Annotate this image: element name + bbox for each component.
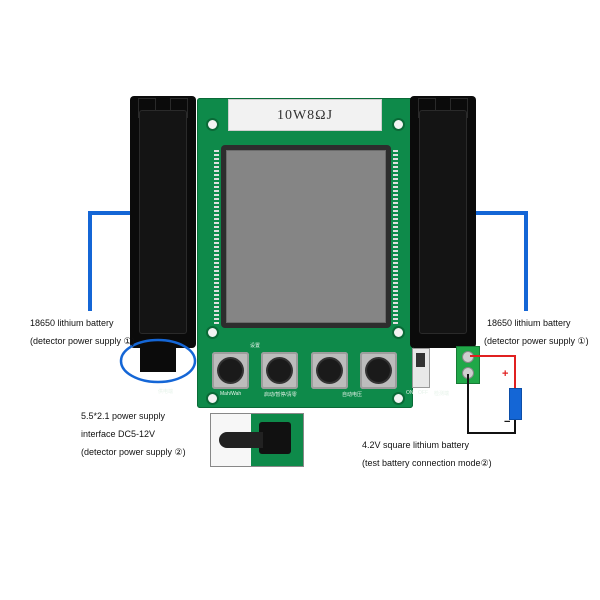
silk-btn2: 启动/暂停/清零 [264,392,297,398]
dc-jack-highlight [119,338,197,384]
load-resistor: 10W8ΩJ [228,99,382,131]
silk-btn3: 自动电压 [342,392,363,398]
mount-hole [206,118,219,131]
left-battery-label-1: 18650 lithium battery [30,318,114,328]
power-supply-label-1: 5.5*2.1 power supply [81,411,166,421]
dc-jack-inset [210,413,304,467]
black-wire-h [467,432,516,434]
power-switch[interactable] [412,348,430,388]
plus-sign: + [502,368,509,380]
terminal-screw-positive [462,351,474,363]
holder-cavity [139,110,187,334]
test-battery-label-1: 4.2V square lithium battery [362,440,470,450]
power-supply-label-2: interface DC5-12V [81,429,156,439]
inset-plug [219,432,263,448]
mount-hole [392,118,405,131]
lcd-pins-left [214,150,219,326]
start-pause-clear-button[interactable] [261,352,298,389]
lcd-screen [221,145,391,328]
button-cap [367,359,390,382]
mount-hole [392,326,405,339]
left-battery-holder [130,96,196,348]
right-battery-label-1: 18650 lithium battery [487,318,571,328]
silk-power: 供电端 [158,389,174,395]
silk-switch-on: ON [406,390,414,396]
switch-knob [416,353,425,367]
settings-button[interactable] [360,352,397,389]
button-cap [318,359,341,382]
mount-hole [392,392,405,405]
black-wire-v [467,374,469,434]
mah-wah-button[interactable] [212,352,249,389]
voltage-button[interactable] [311,352,348,389]
right-callout-line-h [476,211,528,215]
inset-jack-body [259,422,291,454]
silk-switch-off: OFF [418,390,428,396]
red-wire-v [514,355,516,389]
test-battery-label-2: (test battery connection mode②) [362,458,492,468]
left-callout-line-v [88,211,92,311]
mount-hole [206,392,219,405]
silk-btn1: Mah/Wah [220,391,242,397]
silk-detect: 检测端 [434,391,450,397]
right-battery-holder [410,96,476,348]
silk-settings: 设置 [250,343,261,349]
black-wire-v2 [514,418,516,434]
button-cap [268,359,291,382]
red-wire-h [470,355,515,357]
button-cap [219,359,242,382]
left-callout-line-h [88,211,136,215]
right-battery-label-2: (detector power supply ①) [484,336,589,346]
test-battery [509,388,522,420]
lcd-pins-right [393,150,398,326]
power-supply-label-3: (detector power supply ②) [81,447,186,457]
right-callout-line-v [524,211,528,311]
resistor-label: 10W8ΩJ [276,108,334,123]
lcd-glass [226,150,386,323]
minus-sign: − [504,416,511,428]
left-battery-label-2: (detector power supply ①) [30,336,135,346]
mount-hole [206,326,219,339]
holder-cavity [419,110,467,334]
